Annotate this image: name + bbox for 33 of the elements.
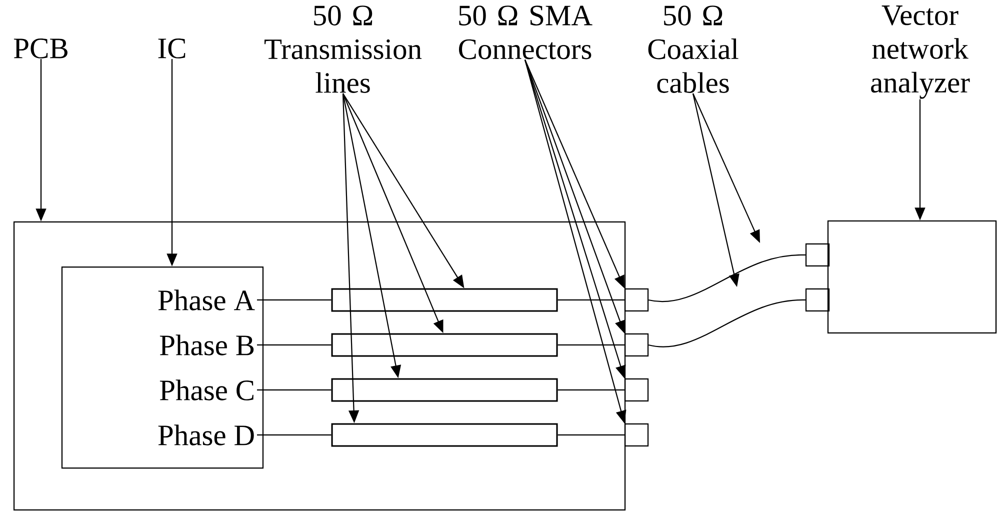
board-outline bbox=[13, 221, 626, 511]
cable-line bbox=[648, 299, 806, 348]
trace-line bbox=[558, 299, 624, 301]
component-label: 50 Ω SMA Connectors bbox=[458, 6, 592, 60]
trace-line bbox=[558, 344, 624, 346]
component-label: IC bbox=[158, 38, 186, 58]
cable-line bbox=[648, 254, 806, 302]
connector-box bbox=[624, 288, 649, 312]
connector-box bbox=[624, 378, 649, 402]
transmission-line-bar bbox=[331, 378, 558, 402]
trace-line bbox=[257, 344, 332, 346]
phase-label: Phase D bbox=[158, 424, 254, 446]
connector-box bbox=[624, 333, 649, 357]
port-box bbox=[805, 288, 830, 312]
trace-line bbox=[257, 299, 332, 301]
component-label: 50 Ω Transmission lines bbox=[264, 6, 422, 93]
phase-label: Phase B bbox=[160, 334, 254, 356]
transmission-line-bar bbox=[331, 333, 558, 357]
component-label: 50 Ω Coaxial cables bbox=[648, 6, 738, 93]
phase-label: Phase C bbox=[160, 380, 254, 400]
trace-line bbox=[558, 434, 624, 436]
transmission-line-bar bbox=[331, 288, 558, 312]
trace-line bbox=[558, 389, 624, 391]
phase-label: Phase A bbox=[158, 290, 255, 310]
chip-box bbox=[61, 266, 264, 469]
port-box bbox=[805, 243, 830, 267]
analyzer-box bbox=[827, 220, 997, 334]
connector-box bbox=[624, 423, 649, 447]
component-label: PCB bbox=[14, 38, 68, 58]
trace-line bbox=[257, 389, 332, 391]
trace-line bbox=[257, 434, 332, 436]
transmission-line-bar bbox=[331, 423, 558, 447]
component-label: Vector network analyzer bbox=[871, 6, 970, 99]
